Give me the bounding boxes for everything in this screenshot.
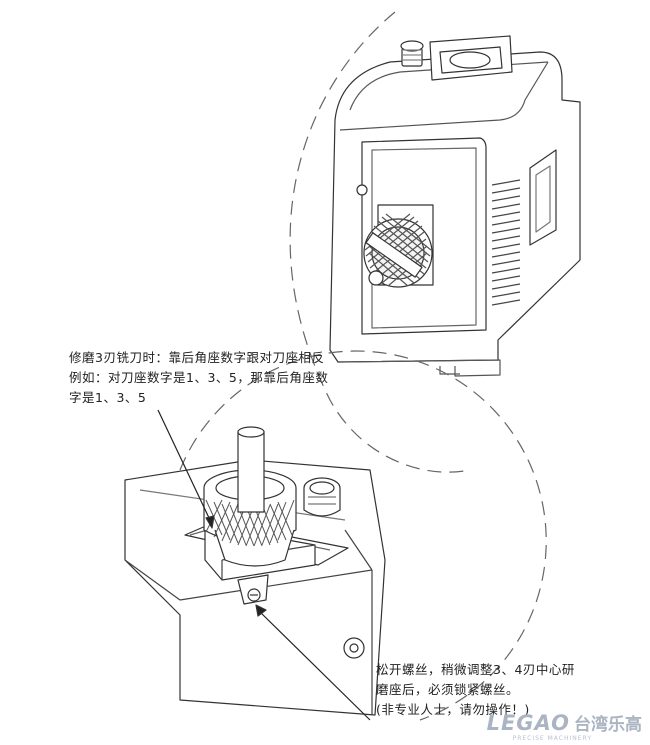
grinder-machine-illustration	[289, 11, 581, 473]
lower-line-1: 松开螺丝，稍微调整3、4刃中心研	[376, 662, 575, 677]
leader-line-upper	[157, 409, 211, 521]
machine-dashed-outline	[289, 11, 471, 473]
lower-line-3: (非专业人士，请勿操作！)	[376, 702, 530, 717]
upper-line-2: 例如：对刀座数字是1、3、5，那靠后角座数	[69, 370, 329, 385]
logo-text-en: LEGAO	[486, 710, 570, 735]
knurled-ring	[203, 469, 297, 567]
upper-line-3: 字是1、3、5	[69, 390, 147, 405]
upper-line-1: 修磨3刃铣刀时：靠后角座数字跟对刀座相反	[69, 350, 325, 365]
top-fixture	[429, 35, 513, 81]
machine-base	[339, 359, 501, 377]
arrow-upper	[205, 515, 215, 529]
top-knob	[400, 40, 424, 67]
side-vents	[491, 179, 521, 306]
detail-illustration	[124, 350, 547, 721]
logo-subtitle: PRECISE MACHINERY	[512, 735, 592, 742]
arrow-lower	[255, 604, 267, 617]
lower-instruction: 松开螺丝，稍微调整3、4刃中心研 磨座后，必须锁紧螺丝。 (非专业人士，请勿操作…	[376, 660, 575, 720]
center-shaft	[237, 426, 265, 513]
upper-instruction: 修磨3刃铣刀时：靠后角座数字跟对刀座相反 例如：对刀座数字是1、3、5，那靠后角…	[69, 348, 328, 408]
detail-dashed-circle	[179, 350, 547, 721]
clamp-screw	[237, 574, 269, 605]
side-socket-screw	[343, 637, 365, 659]
front-screw	[356, 184, 368, 196]
small-knob	[303, 477, 341, 517]
leader-line-lower	[257, 609, 371, 721]
upper-holder	[363, 204, 434, 288]
brand-watermark: LEGAO 台湾乐高	[486, 710, 642, 736]
lower-line-2: 磨座后，必须锁紧螺丝。	[376, 682, 520, 697]
machine-top-face	[349, 61, 549, 111]
logo-text-cn: 台湾乐高	[574, 715, 642, 735]
